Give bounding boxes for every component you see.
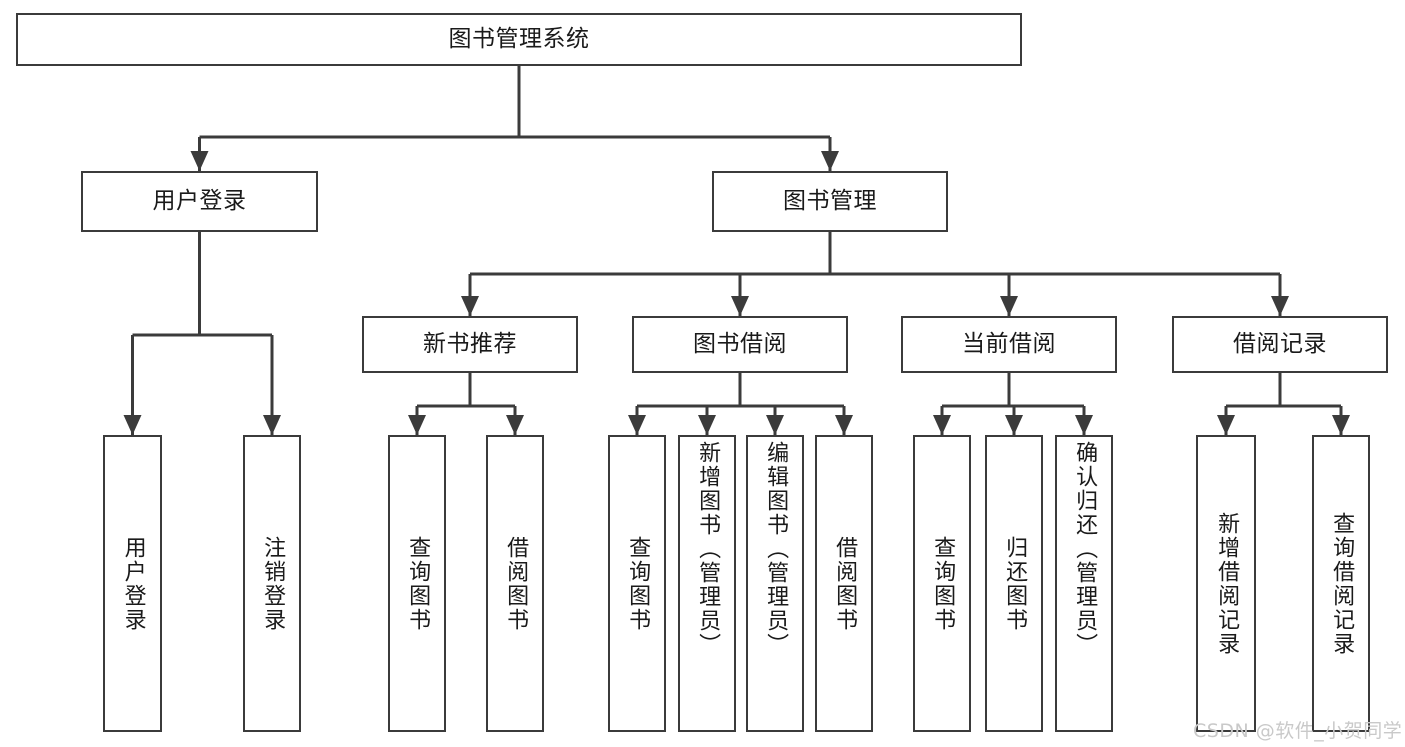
node-label: 当前借阅 (962, 331, 1056, 358)
node-label: 查询图书 (625, 535, 651, 632)
arrowhead-icon (1271, 296, 1289, 316)
node-leaf-rec-1[interactable]: 新增借阅记录 (1196, 435, 1256, 732)
node-label: 注销登录 (260, 535, 286, 632)
node-label: 查询图书 (930, 535, 956, 632)
node-leaf-new-1[interactable]: 查询图书 (388, 435, 446, 732)
arrowhead-icon (821, 151, 839, 171)
arrowhead-icon (461, 296, 479, 316)
node-label: 查询图书 (405, 535, 431, 632)
arrowhead-icon (263, 415, 281, 435)
node-root[interactable]: 图书管理系统 (16, 13, 1022, 66)
node-bookmgmt[interactable]: 图书管理 (712, 171, 948, 232)
arrowhead-icon (1217, 415, 1235, 435)
arrowhead-icon (123, 415, 142, 435)
node-label: 图书管理系统 (448, 26, 590, 53)
node-label: 确认归还（管理员） (1072, 441, 1098, 657)
node-leaf-new-2[interactable]: 借阅图书 (486, 435, 544, 732)
node-label: 用户登录 (120, 535, 146, 632)
arrowhead-icon (1332, 415, 1350, 435)
arrowhead-icon (190, 151, 209, 171)
node-label: 图书借阅 (693, 331, 787, 358)
node-label: 编辑图书（管理员） (763, 441, 789, 657)
arrowhead-icon (698, 415, 716, 435)
arrowhead-icon (766, 415, 784, 435)
node-leaf-rec-2[interactable]: 查询借阅记录 (1312, 435, 1370, 732)
node-records[interactable]: 借阅记录 (1172, 316, 1388, 373)
node-label: 新增图书（管理员） (695, 441, 721, 657)
node-label: 新增借阅记录 (1214, 511, 1240, 656)
node-leaf-login-2[interactable]: 注销登录 (243, 435, 301, 732)
arrowhead-icon (1005, 415, 1023, 435)
node-borrow[interactable]: 图书借阅 (632, 316, 848, 373)
node-leaf-bor-2[interactable]: 新增图书（管理员） (678, 435, 736, 732)
node-label: 借阅图书 (503, 535, 529, 632)
node-leaf-cur-3[interactable]: 确认归还（管理员） (1055, 435, 1113, 732)
node-leaf-cur-2[interactable]: 归还图书 (985, 435, 1043, 732)
arrowhead-icon (1000, 296, 1018, 316)
node-label: 用户登录 (152, 188, 247, 215)
node-label: 新书推荐 (423, 331, 517, 358)
arrowhead-icon (506, 415, 524, 435)
arrowhead-icon (408, 415, 426, 435)
node-newbook[interactable]: 新书推荐 (362, 316, 578, 373)
arrowhead-icon (628, 415, 646, 435)
arrowhead-icon (835, 415, 853, 435)
arrowhead-icon (1075, 415, 1093, 435)
node-label: 借阅图书 (832, 535, 858, 632)
node-label: 归还图书 (1002, 535, 1028, 632)
node-leaf-bor-1[interactable]: 查询图书 (608, 435, 666, 732)
node-label: 查询借阅记录 (1329, 511, 1355, 656)
node-login[interactable]: 用户登录 (81, 171, 318, 232)
node-label: 借阅记录 (1233, 331, 1327, 358)
node-leaf-cur-1[interactable]: 查询图书 (913, 435, 971, 732)
arrowhead-icon (731, 296, 749, 316)
node-current[interactable]: 当前借阅 (901, 316, 1117, 373)
node-label: 图书管理 (783, 188, 877, 215)
csdn-watermark: CSDN @软件_小贺同学 (1193, 720, 1403, 742)
node-leaf-bor-3[interactable]: 编辑图书（管理员） (746, 435, 804, 732)
node-leaf-login-1[interactable]: 用户登录 (103, 435, 162, 732)
node-leaf-bor-4[interactable]: 借阅图书 (815, 435, 873, 732)
arrowhead-icon (933, 415, 951, 435)
